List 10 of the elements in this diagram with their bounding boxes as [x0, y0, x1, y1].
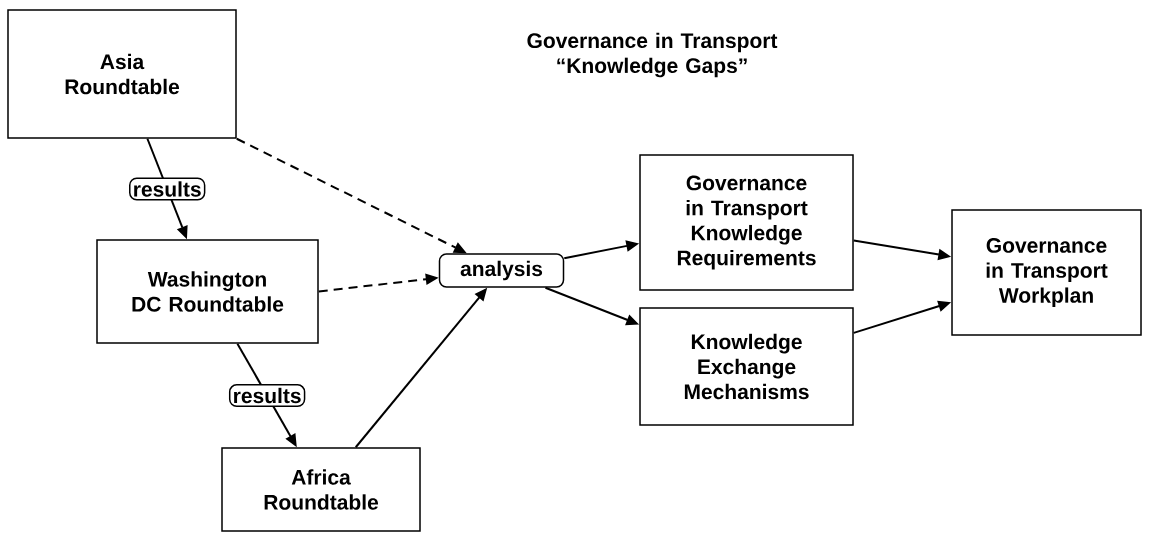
edge-label: results: [228, 384, 306, 407]
process-box: Governance in Transport Workplan: [951, 209, 1142, 336]
process-box: Asia Roundtable: [7, 9, 237, 139]
title: Governance in Transport “Knowledge Gaps”: [527, 32, 778, 78]
edge-label: results: [129, 177, 206, 201]
process-box: Governance in Transport Knowledge Requirements: [639, 154, 854, 291]
process-box: Knowledge Exchange Mechanisms: [639, 307, 854, 426]
process-box: Washington DC Roundtable: [96, 239, 319, 344]
analysis-box: analysis: [438, 253, 565, 288]
process-box: Africa Roundtable: [221, 447, 421, 532]
